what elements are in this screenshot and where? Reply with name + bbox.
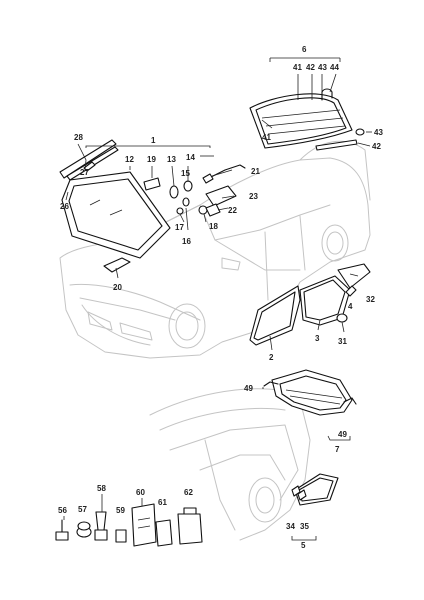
panoramic-roof[interactable] (249, 93, 353, 149)
rear-window-cables[interactable] (263, 381, 357, 405)
clips-34-35[interactable] (291, 485, 307, 501)
clip-27[interactable] (83, 161, 96, 172)
callout-41a: 41 (293, 63, 302, 72)
callout-34: 34 (286, 522, 295, 531)
callout-42b: 42 (372, 142, 381, 151)
leader-lines (63, 57, 372, 541)
callout-4: 4 (348, 302, 353, 311)
callout-20: 20 (113, 283, 122, 292)
callout-3: 3 (315, 334, 320, 343)
bracket-20[interactable] (103, 257, 131, 273)
tool-58[interactable] (94, 511, 108, 541)
windshield[interactable] (61, 171, 171, 259)
callout-17: 17 (175, 223, 184, 232)
seal-strip-42[interactable] (315, 139, 358, 151)
callout-59: 59 (116, 506, 125, 515)
guide-4[interactable] (345, 285, 357, 297)
callout-16: 16 (182, 237, 191, 246)
callout-22: 22 (228, 206, 237, 215)
callout-35: 35 (300, 522, 309, 531)
tool-56[interactable] (55, 519, 69, 541)
callout-21: 21 (251, 167, 260, 176)
callout-6: 6 (302, 45, 307, 54)
callout-58: 58 (97, 484, 106, 493)
callout-62: 62 (184, 488, 193, 497)
cartridge-60[interactable] (131, 503, 157, 547)
callout-7: 7 (335, 445, 340, 454)
callout-13: 13 (167, 155, 176, 164)
quarter-window-32[interactable] (337, 263, 371, 289)
tool-59[interactable] (115, 529, 127, 543)
callout-43a: 43 (318, 63, 327, 72)
callout-49b: 49 (338, 430, 347, 439)
callout-19: 19 (147, 155, 156, 164)
callout-2: 2 (269, 353, 274, 362)
callout-14: 14 (186, 153, 195, 162)
callout-12: 12 (125, 155, 134, 164)
rear-door-window-3[interactable] (299, 275, 351, 326)
callout-1: 1 (151, 136, 156, 145)
tool-57[interactable] (76, 521, 92, 538)
container-62[interactable] (177, 507, 203, 545)
callout-32: 32 (366, 295, 375, 304)
callout-43b: 43 (374, 128, 383, 137)
front-door-window-2[interactable] (249, 285, 301, 346)
cover-23[interactable] (205, 185, 237, 207)
callout-15: 15 (181, 169, 190, 178)
callout-31: 31 (338, 337, 347, 346)
callout-18: 18 (209, 222, 218, 231)
holder-22[interactable] (205, 203, 221, 217)
container-61[interactable] (155, 519, 173, 547)
rear-quarter-glass[interactable] (294, 473, 339, 506)
callout-5: 5 (301, 541, 306, 550)
callout-23: 23 (249, 192, 258, 201)
callout-61: 61 (158, 498, 167, 507)
callout-56: 56 (58, 506, 67, 515)
callout-49a: 49 (244, 384, 253, 393)
callout-41b: 41 (262, 133, 271, 142)
sensor-cable-21[interactable] (202, 164, 246, 184)
callout-42a: 42 (306, 63, 315, 72)
seal-31[interactable] (336, 313, 348, 323)
callout-26: 26 (60, 202, 69, 211)
car-body-rear (149, 388, 311, 541)
callout-44: 44 (330, 63, 339, 72)
rear-window[interactable] (271, 369, 353, 416)
callout-27: 27 (80, 168, 89, 177)
mirror-base-19[interactable] (143, 177, 161, 191)
sensor-parts[interactable] (169, 180, 208, 215)
car-body-front (59, 140, 371, 359)
callout-57: 57 (78, 505, 87, 514)
callout-28: 28 (74, 133, 83, 142)
clip-43[interactable] (355, 128, 365, 136)
callout-60: 60 (136, 488, 145, 497)
callout-labels: 1 12 19 13 14 15 21 23 22 18 17 16 28 27… (58, 45, 383, 550)
